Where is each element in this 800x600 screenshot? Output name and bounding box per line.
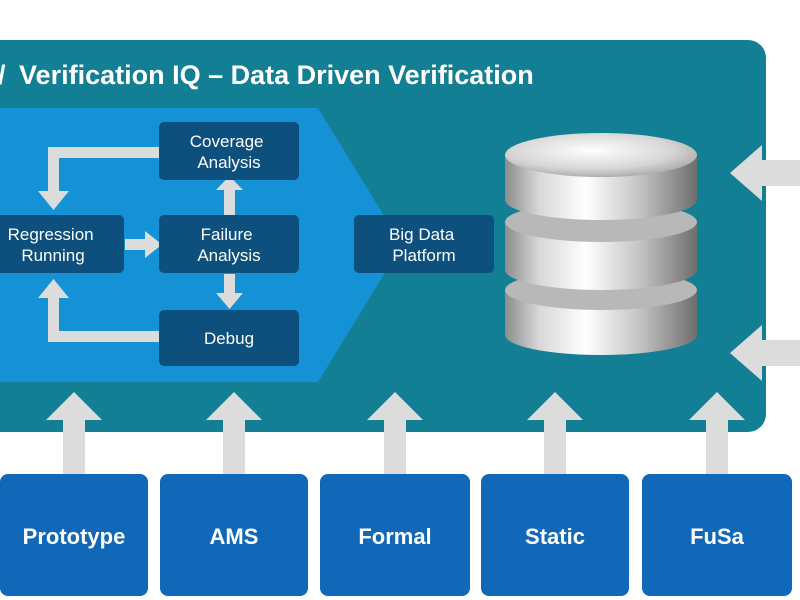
svg-text:Regression Running: Regression Running bbox=[8, 225, 99, 265]
svg-text:Big Data Platform: Big Data Platform bbox=[389, 225, 459, 265]
debug-label: Debug bbox=[204, 329, 254, 348]
tool-box-static: Static bbox=[481, 474, 629, 596]
tool-box-ams: AMS bbox=[160, 474, 308, 596]
tool-label-ams: AMS bbox=[210, 524, 259, 549]
failure-analysis-box: Failure Analysis bbox=[159, 215, 299, 273]
svg-text:Coverage Analysis: Coverage Analysis bbox=[190, 132, 268, 172]
debug-box: Debug bbox=[159, 310, 299, 366]
big-data-platform-label-1: Big Data bbox=[389, 225, 455, 244]
database-icon bbox=[505, 133, 697, 355]
page-title: / Verification IQ – Data Driven Verifica… bbox=[0, 60, 534, 90]
tool-label-fusa: FuSa bbox=[690, 524, 745, 549]
coverage-analysis-label-1: Coverage bbox=[190, 132, 264, 151]
tool-box-prototype: Prototype bbox=[0, 474, 148, 596]
regression-running-label-1: Regression bbox=[8, 225, 94, 244]
tool-label-formal: Formal bbox=[358, 524, 431, 549]
big-data-platform-label-2: Platform bbox=[392, 246, 455, 265]
tool-label-static: Static bbox=[525, 524, 585, 549]
coverage-analysis-box: Coverage Analysis bbox=[159, 122, 299, 180]
tool-boxes: Prototype AMS Formal Static FuSa bbox=[0, 474, 792, 596]
failure-analysis-label-1: Failure bbox=[201, 225, 253, 244]
title-text: Verification IQ – Data Driven Verificati… bbox=[19, 60, 534, 90]
regression-running-label-2: Running bbox=[21, 246, 84, 265]
svg-text:Failure Analysis: Failure Analysis bbox=[197, 225, 260, 265]
loop-arrows bbox=[38, 147, 243, 342]
big-data-platform-box: Big Data Platform bbox=[354, 215, 494, 273]
tool-label-prototype: Prototype bbox=[23, 524, 126, 549]
regression-running-box: Regression Running bbox=[0, 215, 124, 273]
right-arrows bbox=[730, 145, 800, 381]
failure-analysis-label-2: Analysis bbox=[197, 246, 260, 265]
coverage-analysis-label-2: Analysis bbox=[197, 153, 260, 172]
title-prefix: / bbox=[0, 60, 6, 90]
tool-box-formal: Formal bbox=[320, 474, 470, 596]
tool-box-fusa: FuSa bbox=[642, 474, 792, 596]
